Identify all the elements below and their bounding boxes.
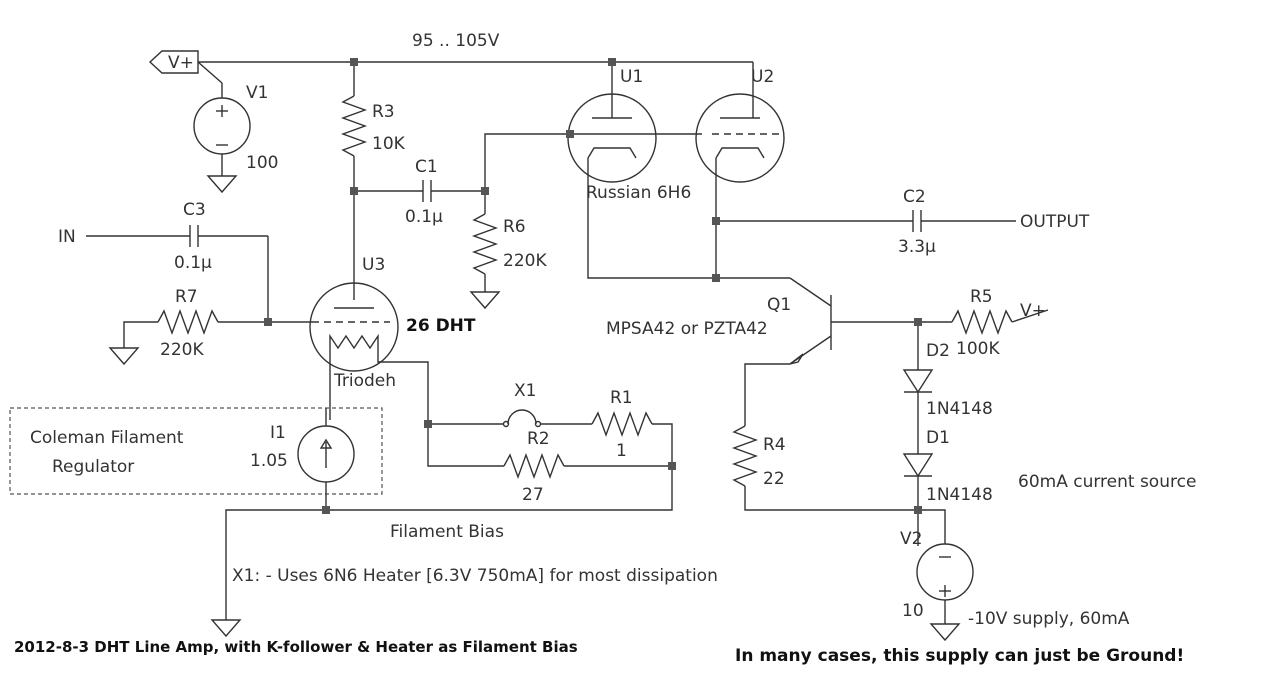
r4-resistor [731, 425, 918, 511]
supply-rail [197, 61, 753, 84]
x1-note: X1: - Uses 6N6 Heater [6.3V 750mA] for m… [232, 566, 718, 586]
x1-r1-branch [428, 409, 673, 466]
u3-tube [309, 282, 429, 424]
d2-diode [902, 322, 934, 454]
r5-name: R5 [970, 287, 993, 307]
coleman-box [9, 407, 383, 495]
d2-type: 1N4148 [926, 399, 993, 419]
r6-value: 220K [503, 251, 547, 271]
q1-name: Q1 [767, 295, 791, 315]
u3-name: U3 [362, 255, 385, 275]
r6-name: R6 [503, 217, 526, 237]
x1-name: X1 [514, 381, 536, 401]
vplus-flag-top [148, 50, 199, 74]
u2-name: U2 [751, 67, 774, 87]
v1-source [193, 83, 251, 194]
v2-name: V2 [900, 529, 922, 549]
r6-resistor [469, 191, 501, 310]
r2-name: R2 [527, 429, 550, 449]
r4-value: 22 [763, 469, 785, 489]
filament-ground [210, 509, 326, 638]
c1-value: 0.1µ [405, 207, 443, 227]
coleman-line1: Coleman Filament [30, 428, 184, 448]
r4-name: R4 [763, 435, 786, 455]
ground-note: In many cases, this supply can just be G… [735, 646, 1184, 666]
r1-value: 1 [616, 441, 627, 461]
c3-value: 0.1µ [174, 253, 212, 273]
r1-name: R1 [610, 388, 633, 408]
d1-type: 1N4148 [926, 485, 993, 505]
u3-type: 26 DHT [406, 316, 476, 336]
supply-range-label: 95 .. 105V [412, 31, 500, 51]
r2-value: 27 [522, 485, 544, 505]
r7-resistor [108, 308, 312, 366]
triodeh-label: Triodeh [333, 371, 396, 391]
c3-name: C3 [183, 200, 206, 220]
output-label: OUTPUT [1020, 212, 1090, 232]
q1-type: MPSA42 or PZTA42 [606, 319, 768, 339]
u1-name: U1 [620, 67, 643, 87]
v1-name: V1 [246, 83, 268, 103]
v2-source [916, 509, 974, 642]
v2-value: 10 [902, 601, 924, 621]
v1-value: 100 [246, 153, 278, 173]
r3-resistor [340, 62, 368, 300]
c2-value: 3.3µ [898, 237, 936, 257]
r5-value: 100K [956, 339, 1000, 359]
u1-tube [567, 62, 790, 279]
junction-dots [264, 58, 922, 514]
v2-note: -10V supply, 60mA [968, 609, 1130, 629]
coleman-line2: Regulator [52, 457, 134, 477]
current-source-label: 60mA current source [1018, 472, 1196, 492]
r3-value: 10K [372, 134, 406, 154]
vplus-top-label: V+ [168, 53, 194, 73]
u1-grid-wire [484, 133, 570, 191]
vplus-right-label: V+ [1020, 301, 1046, 321]
diagram-title: 2012-8-3 DHT Line Amp, with K-follower &… [14, 638, 578, 656]
c1-name: C1 [415, 157, 438, 177]
r7-name: R7 [175, 287, 198, 307]
u2-tube [640, 62, 785, 278]
q1-transistor [744, 277, 918, 426]
d1-name: D1 [926, 428, 950, 448]
i1-value: 1.05 [250, 451, 288, 471]
i1-source [297, 408, 355, 510]
filament-bias-label: Filament Bias [390, 522, 504, 542]
c2-name: C2 [903, 187, 926, 207]
r5-resistor [918, 308, 1049, 336]
in-label: IN [58, 227, 76, 247]
c3-capacitor [86, 225, 269, 322]
i1-name: I1 [270, 423, 286, 443]
u1-type: Russian 6H6 [586, 183, 691, 203]
c1-capacitor [354, 180, 485, 202]
r2-resistor [326, 424, 673, 511]
d2-name: D2 [926, 341, 950, 361]
r3-name: R3 [372, 102, 395, 122]
c2-capacitor [716, 210, 1016, 232]
r7-value: 220K [160, 340, 204, 360]
